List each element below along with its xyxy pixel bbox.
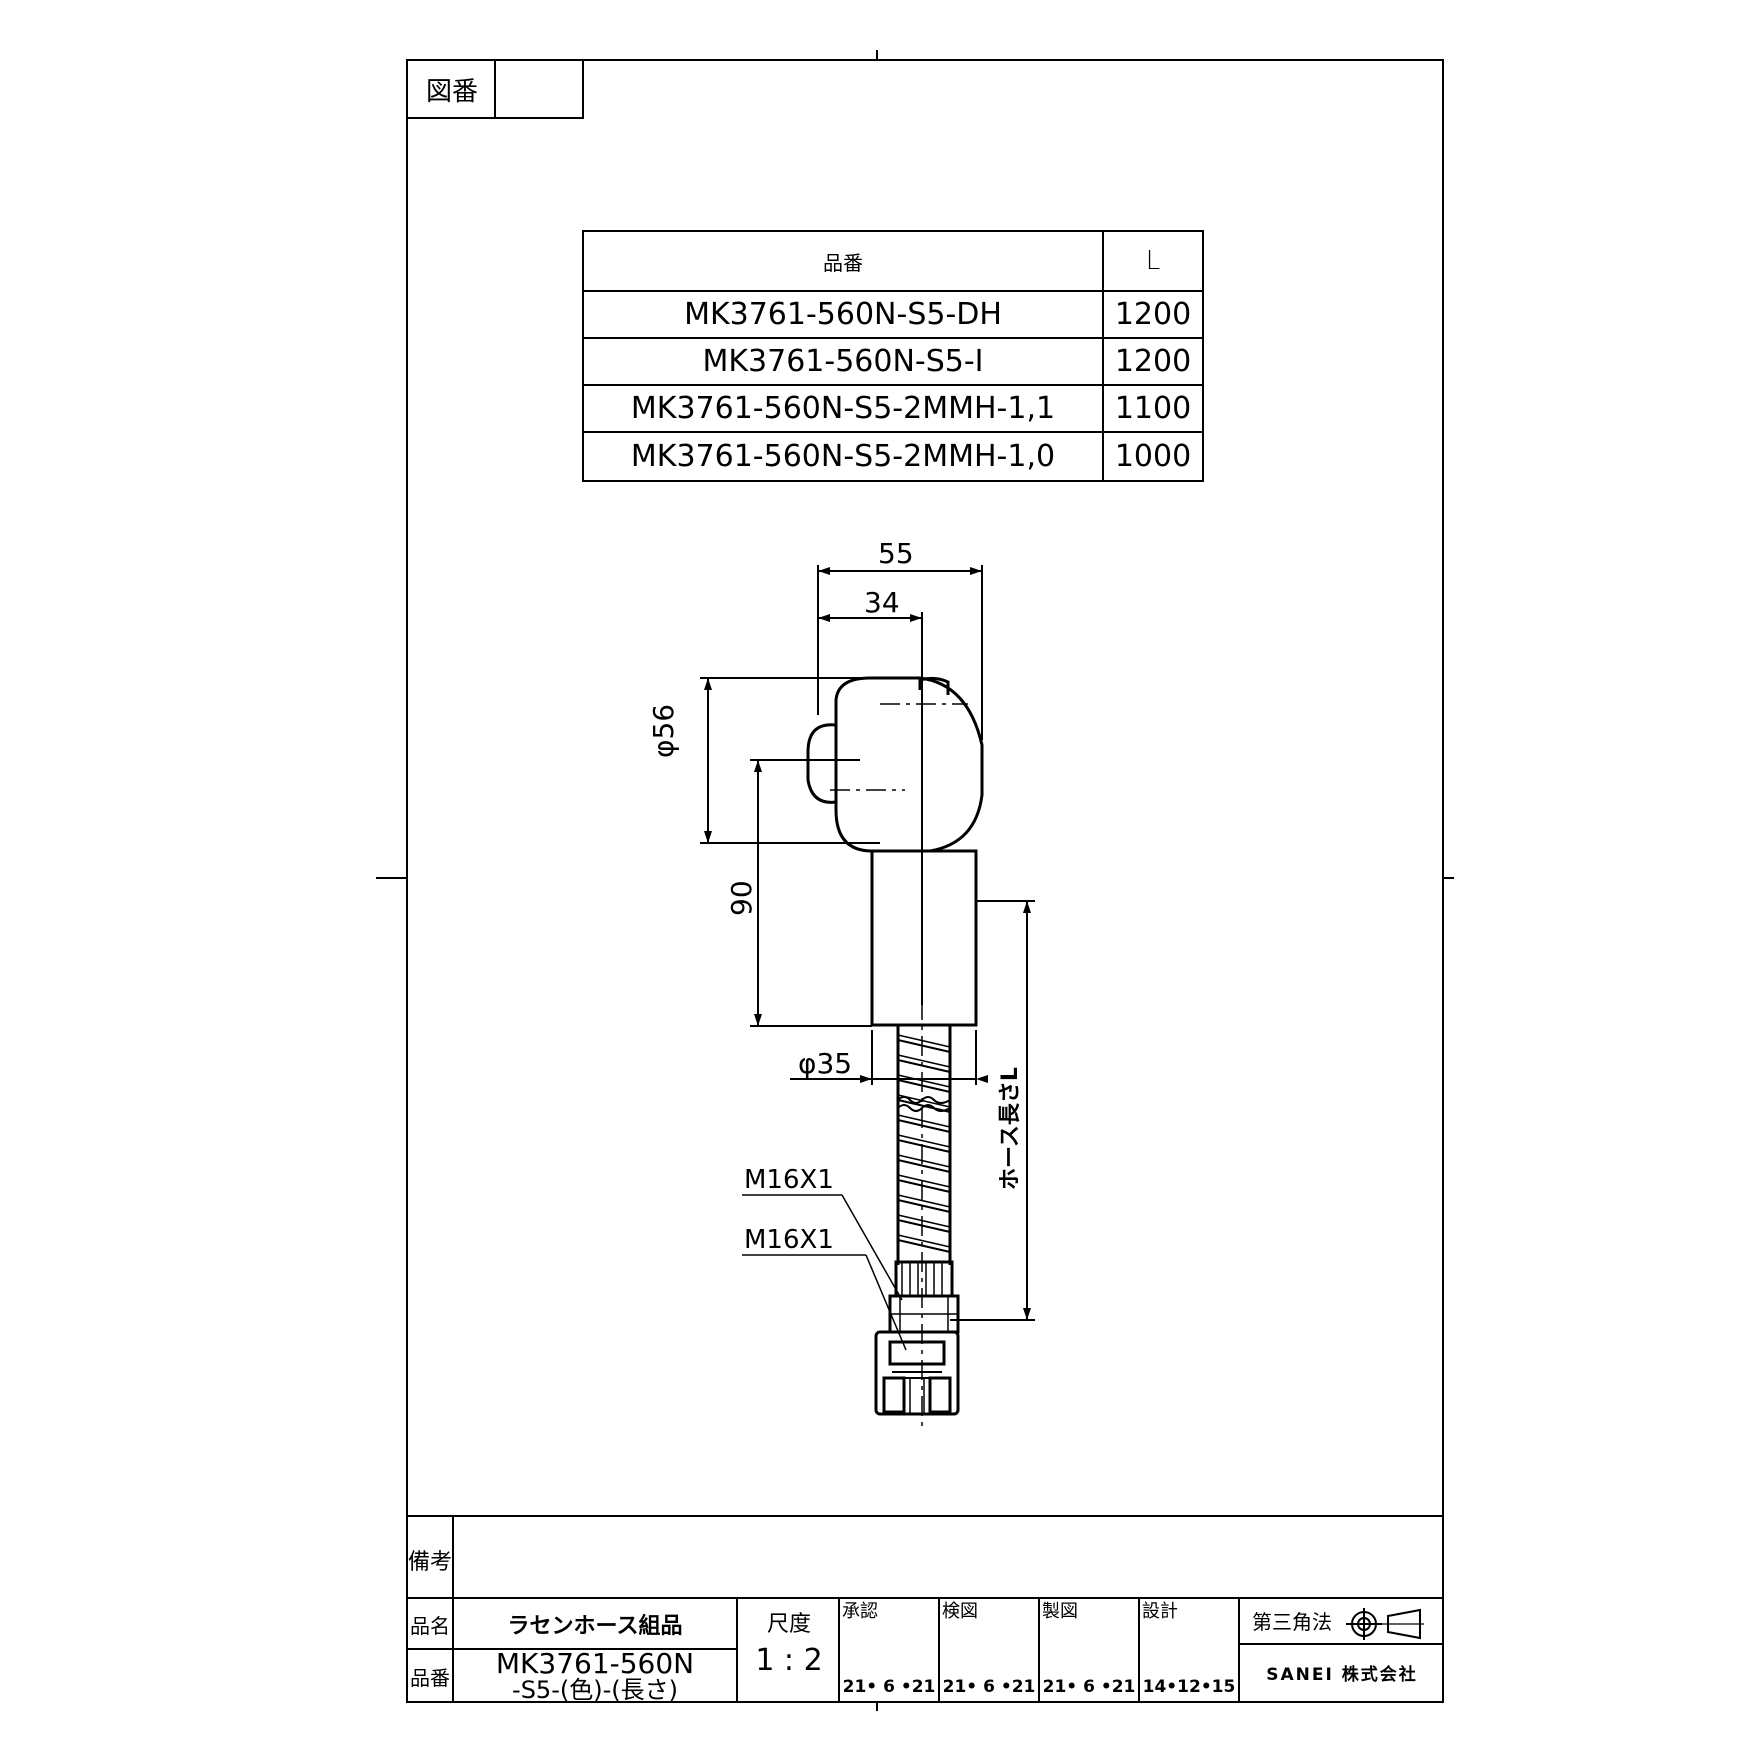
table-row-4-part-no: MK3761-560N-S5-2MMH-1,0 xyxy=(630,439,1056,474)
dimension-phi56-label: φ56 xyxy=(647,703,680,758)
table-row-1-length: 1200 xyxy=(1114,297,1192,332)
dimension-phi35-label: φ35 xyxy=(798,1047,853,1080)
table-row-1-part-no: MK3761-560N-S5-DH xyxy=(684,297,1002,332)
title-block-vline-design xyxy=(1238,1599,1240,1703)
center-mark-bottom xyxy=(876,1703,878,1711)
drafted-date: 21• 6 •21 xyxy=(1042,1677,1136,1697)
title-block-vline-approval xyxy=(938,1599,940,1703)
title-block-mid-line xyxy=(406,1648,738,1650)
remarks-label: 備考 xyxy=(408,1550,453,1575)
drawing-number-divider xyxy=(494,59,496,119)
table-row-3-length: 1100 xyxy=(1114,391,1192,426)
check-label: 検図 xyxy=(942,1601,978,1622)
center-mark-top xyxy=(876,50,878,60)
table-row-3-part-no: MK3761-560N-S5-2MMH-1,1 xyxy=(630,391,1056,426)
parts-table xyxy=(582,230,1204,482)
product-no-label: 品番 xyxy=(410,1665,450,1690)
thread-lower-label: M16X1 xyxy=(744,1225,834,1255)
title-block-vline-scale xyxy=(838,1599,840,1703)
scale-label: 尺度 xyxy=(766,1612,811,1637)
scale-value: 1 : 2 xyxy=(755,1642,823,1678)
title-block-remarks-line xyxy=(406,1597,1444,1599)
title-block-vline-label xyxy=(452,1517,454,1703)
thread-upper-label: M16X1 xyxy=(744,1165,834,1195)
dimension-34-label: 34 xyxy=(864,586,900,619)
drawing-frame xyxy=(406,59,1444,1703)
check-date: 21• 6 •21 xyxy=(942,1677,1036,1697)
third-angle-projection-icon xyxy=(1346,1608,1424,1640)
parts-table-hline-2 xyxy=(582,337,1204,339)
center-mark-left xyxy=(376,877,406,879)
parts-table-hline-3 xyxy=(582,384,1204,386)
drawing-number-label: 図番 xyxy=(425,76,478,107)
title-block-vline-name xyxy=(736,1599,738,1703)
dimension-90-label: 90 xyxy=(725,880,758,916)
design-label: 設計 xyxy=(1142,1601,1178,1622)
center-mark-right xyxy=(1444,877,1454,879)
parts-table-header-part-no: 品番 xyxy=(823,250,863,275)
parts-table-header-length: L xyxy=(1145,246,1161,276)
product-no-line2: -S5-(色)-(長さ) xyxy=(512,1675,678,1704)
product-name-label: 品名 xyxy=(410,1613,450,1638)
parts-table-hline-1 xyxy=(582,290,1204,292)
title-block-company-line xyxy=(1240,1643,1444,1645)
title-block-top-line xyxy=(406,1515,1444,1517)
drafted-label: 製図 xyxy=(1042,1601,1078,1622)
title-block-vline-check xyxy=(1038,1599,1040,1703)
parts-table-vdivider xyxy=(1102,230,1104,482)
approval-label: 承認 xyxy=(842,1601,878,1622)
product-name: ラセンホース組品 xyxy=(507,1614,683,1639)
dimension-55-label: 55 xyxy=(878,537,914,570)
hose-length-label: ホース長さL xyxy=(998,1067,1023,1190)
design-date: 14•12•15 xyxy=(1142,1677,1236,1697)
approval-date: 21• 6 •21 xyxy=(842,1677,936,1697)
table-row-2-part-no: MK3761-560N-S5-I xyxy=(702,344,984,379)
table-row-4-length: 1000 xyxy=(1114,439,1192,474)
product-no-line1: MK3761-560N xyxy=(495,1646,695,1680)
company-name: SANEI 株式会社 xyxy=(1266,1664,1418,1685)
title-block-vline-drafted xyxy=(1138,1599,1140,1703)
parts-table-hline-4 xyxy=(582,431,1204,433)
projection-label: 第三角法 xyxy=(1252,1610,1332,1634)
table-row-2-length: 1200 xyxy=(1114,344,1192,379)
